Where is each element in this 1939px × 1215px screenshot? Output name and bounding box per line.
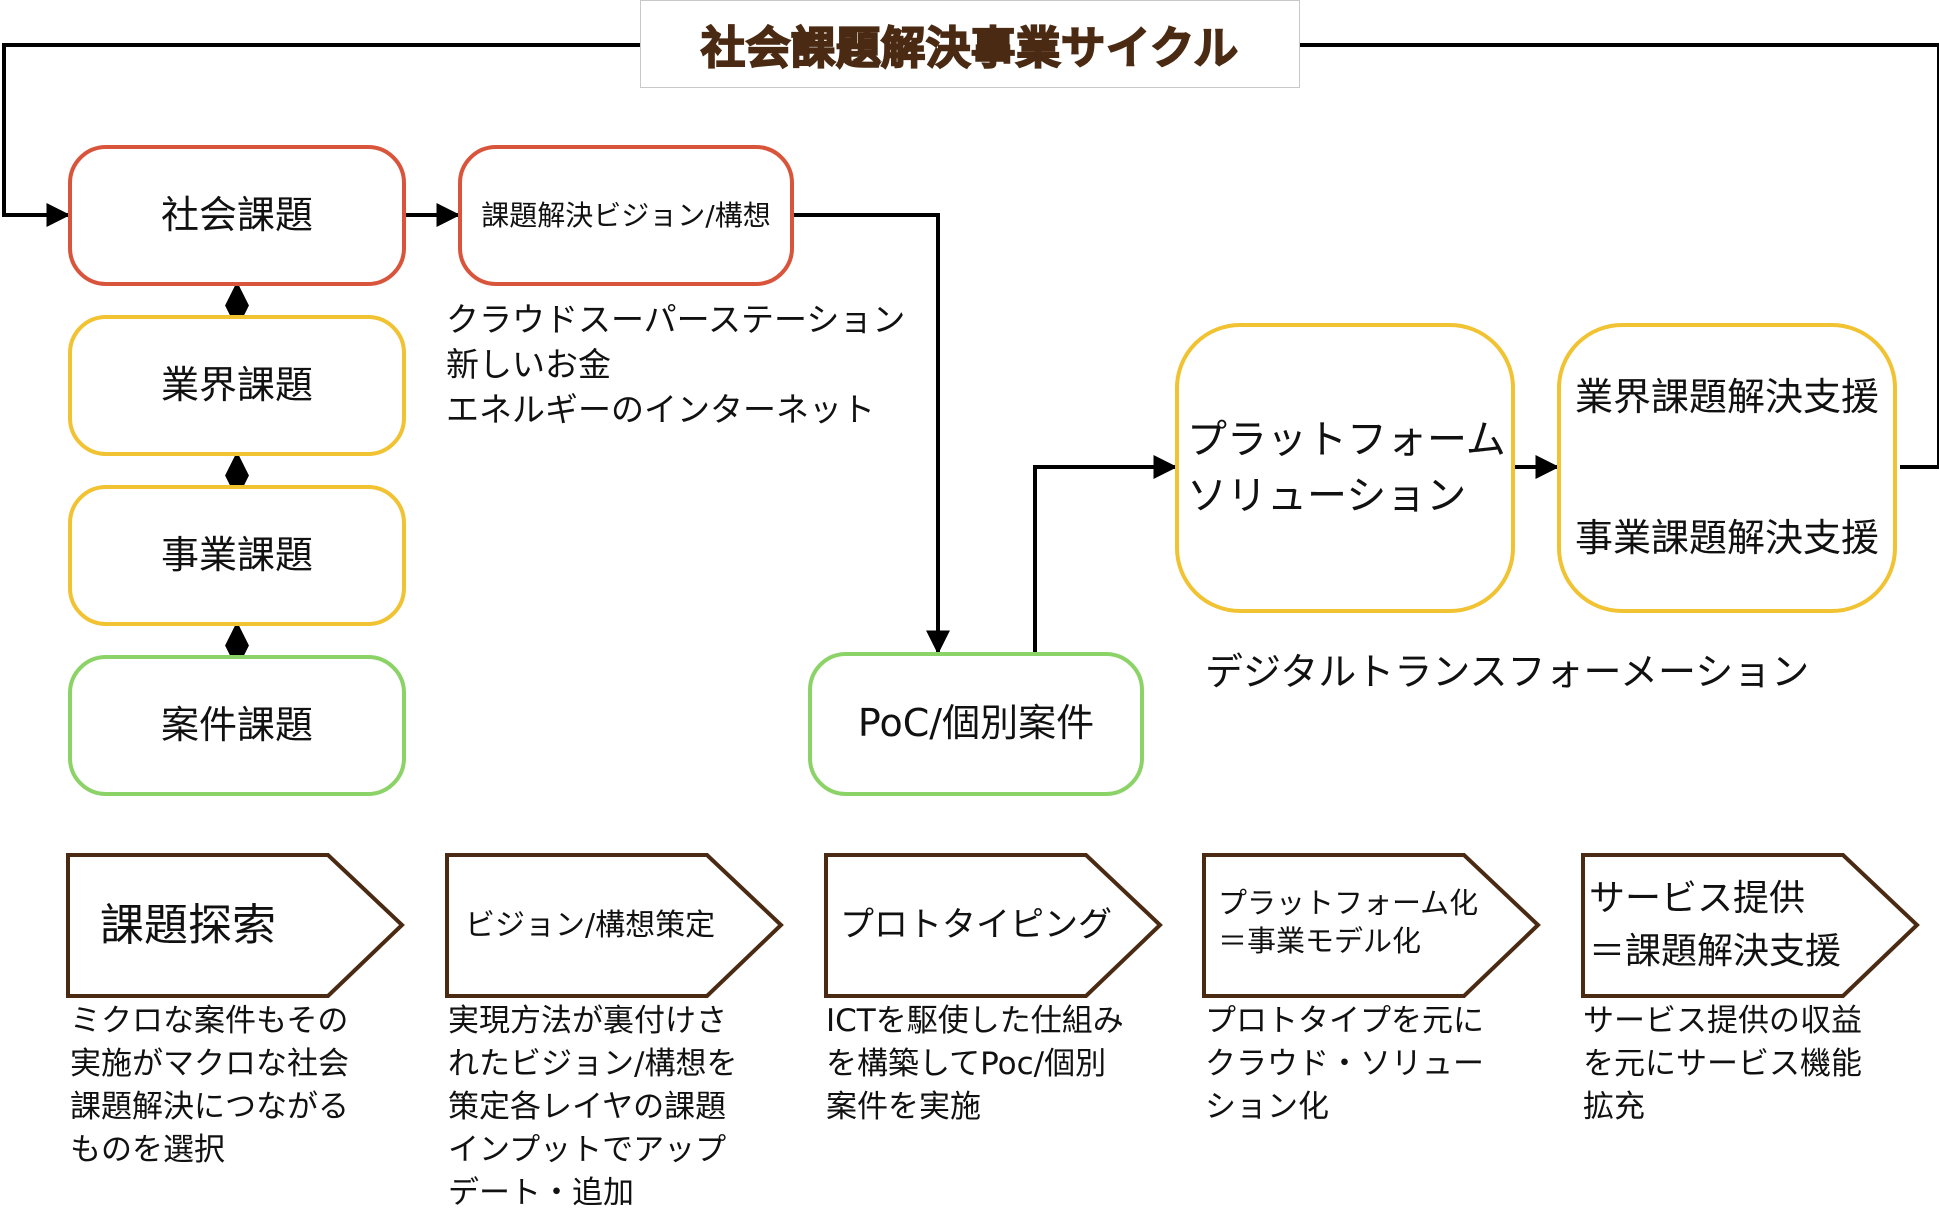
phase-label: 課題探索: [100, 899, 276, 951]
arrow-poc-to-platform: [1033, 455, 1178, 652]
node-case-issue: 案件課題: [68, 655, 406, 796]
phase-desc-prototyping: ICTを駆使した仕組み を構築してPoc/個別 案件を実施: [826, 1003, 1124, 1125]
node-support: 業界課題解決支援 事業課題解決支援: [1557, 323, 1897, 613]
node-industry-issue: 業界課題: [68, 315, 406, 456]
vision-examples: クラウドスーパーステーション 新しいお金 エネルギーのインターネット: [446, 300, 906, 429]
dx-label: デジタルトランスフォーメーション: [1205, 650, 1810, 694]
phase-desc-issue-exploration: ミクロな案件もその 実施がマクロな社会 課題解決につながる ものを選択: [70, 1003, 349, 1168]
node-business-issue: 事業課題: [68, 485, 406, 626]
phase-label: ビジョン/構想策定: [465, 908, 716, 943]
phase-service-provision: サービス提供 ＝課題解決支援: [1581, 853, 1921, 998]
phase-label: プロトタイピング: [840, 905, 1112, 946]
phase-desc-service-provision: サービス提供の収益 を元にサービス機能 拡充: [1583, 1003, 1862, 1125]
support-business-label: 事業課題解決支援: [1574, 515, 1879, 560]
phase-prototyping: プロトタイピング: [824, 853, 1164, 998]
phase-label: プラットフォーム化 ＝事業モデル化: [1218, 886, 1479, 958]
diagram-title: 社会課題解決事業サイクル: [700, 22, 1239, 75]
node-poc: PoC/個別案件: [808, 652, 1144, 796]
title-banner: 社会課題解決事業サイクル: [640, 0, 1300, 88]
node-vision: 課題解決ビジョン/構想: [458, 145, 794, 286]
node-social-issue: 社会課題: [68, 145, 406, 286]
cycle-loop-line: [2, 43, 1939, 469]
phase-desc-vision-planning: 実現方法が裏付けさ れたビジョン/構想を 策定各レイヤの課題 インプットでアップ…: [448, 1003, 738, 1211]
arrow-vision-to-poc: [794, 213, 950, 655]
support-industry-label: 業界課題解決支援: [1574, 374, 1879, 419]
phase-label: サービス提供 ＝課題解決支援: [1589, 878, 1842, 972]
node-platform-solution: プラットフォーム ソリューション: [1175, 323, 1515, 613]
phase-vision-planning: ビジョン/構想策定: [445, 853, 785, 998]
phase-issue-exploration: 課題探索: [66, 853, 406, 998]
phase-desc-platformization: プロトタイプを元に クラウド・ソリュー ション化: [1205, 1003, 1484, 1125]
phase-platformization: プラットフォーム化 ＝事業モデル化: [1202, 853, 1542, 998]
